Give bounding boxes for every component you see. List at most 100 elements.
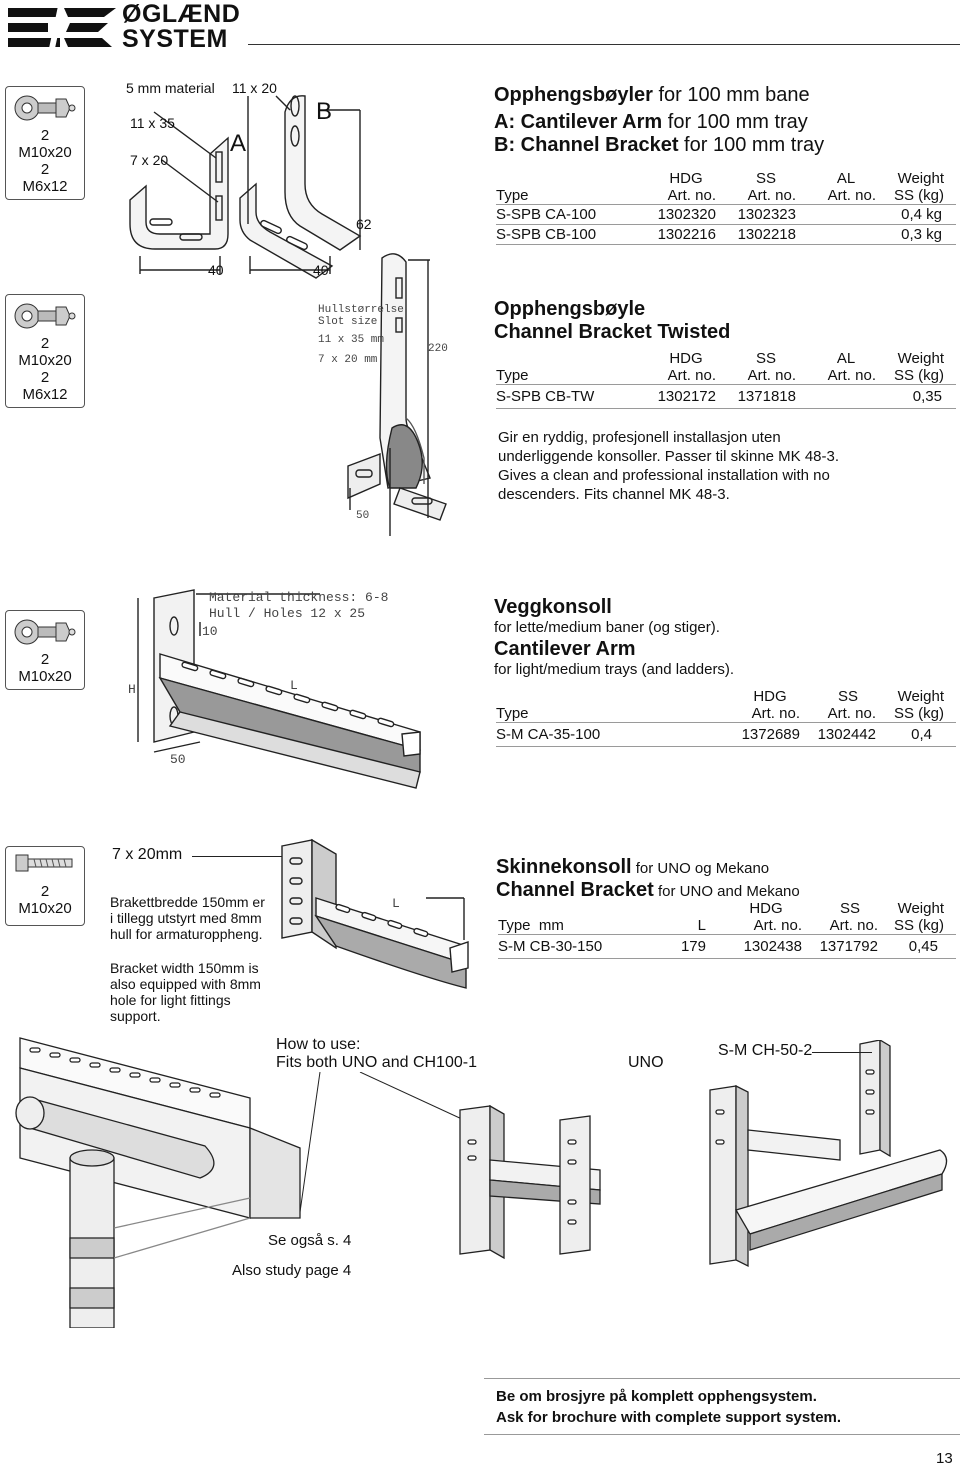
row-al [796, 224, 876, 245]
bolt-qty-2: 2 [40, 161, 50, 178]
howto-line2: Fits both UNO and CH100-1 [276, 1054, 477, 1071]
bracket-note-en: Bracket width 150mm is also equipped wit… [110, 960, 261, 1024]
row-hdg: 1302320 [636, 204, 716, 225]
header-rule [248, 44, 960, 45]
col-weight: Weight [897, 350, 944, 367]
table-row: S-M CB-30-150 179 1302438 1371792 0,45 [498, 934, 956, 959]
bolt-size-1: M10x20 [18, 900, 72, 917]
table-row: S-SPB CB-TW 1302172 1371818 0,35 [496, 384, 956, 409]
bolt-icon [15, 854, 73, 872]
material-thickness-label: Material thickness: 6-8 [209, 590, 389, 605]
col-mm-label: mm [538, 917, 564, 934]
bolt-box: 2 M10x20 2 M6x12 [5, 86, 85, 200]
row-ss: 1302323 [716, 204, 796, 225]
dim-220: 220 [428, 343, 448, 355]
desc-en-1: Gives a clean and professional installat… [498, 467, 830, 484]
sec1-line-b-rest: for 100 mm tray [678, 134, 825, 156]
footer-rule-top [484, 1378, 960, 1379]
bolt-nut-washer-icon [14, 619, 76, 645]
bolt-qty-1: 2 [40, 335, 50, 352]
smch-label: S-M CH-50-2 [718, 1042, 813, 1059]
brand-name-line1: ØGLÆND [122, 0, 241, 28]
row-ss: 1371818 [716, 384, 796, 409]
col-weight: Weight [897, 170, 944, 187]
col-type: Type mm [498, 900, 638, 935]
row-weight: 0,3 kg [876, 224, 956, 245]
drawing-label-a: A [230, 130, 247, 157]
table-row: S-M CA-35-100 1372689 1302442 0,4 [496, 722, 956, 747]
col-hdg-artno: Art. no. [753, 917, 802, 934]
sec4-title: Skinnekonsoll for UNO og Mekano Channel … [496, 856, 800, 902]
channel-bracket-drawing [276, 838, 476, 1008]
row-weight: 0,4 [876, 722, 956, 747]
col-hdg: HDG [749, 900, 783, 917]
sec4-title-en: Channel Bracket [496, 879, 654, 901]
sec2-title: Opphengsbøyle Channel Bracket Twisted [494, 298, 730, 344]
col-ss-artno: Art. no. [827, 705, 876, 722]
bolt-box: 2 M10x20 [5, 610, 85, 690]
see-also-no: Se også s. 4 [268, 1232, 352, 1249]
row-hdg: 1302438 [706, 934, 802, 959]
usage-illustration-channel [690, 1038, 960, 1270]
bolt-size-1: M10x20 [18, 144, 72, 161]
col-weight-sskg: SS (kg) [893, 917, 944, 934]
sec3-title-no: Veggkonsoll [494, 596, 612, 618]
sec1-title-main: Opphengsbøyler [494, 84, 653, 106]
row-type: S-SPB CA-100 [496, 204, 636, 225]
footer-line-en: Ask for brochure with complete support s… [496, 1409, 842, 1426]
col-type-label: Type [498, 917, 531, 934]
bracket-note-no: Brakettbredde 150mm er i tillegg utstyrt… [110, 894, 265, 942]
sec3-sub-en: for light/medium trays (and ladders). [494, 661, 735, 678]
row-ss: 1302218 [716, 224, 796, 245]
usage-illustration-pipe [0, 1018, 320, 1329]
col-hdg-artno: Art. no. [667, 367, 716, 384]
col-type: Type [496, 705, 529, 722]
sec1-line-a-rest: for 100 mm tray [662, 111, 808, 133]
row-type: S-SPB CB-TW [496, 384, 636, 409]
howto-line1: How to use: [276, 1036, 361, 1053]
col-weight-sskg: SS (kg) [893, 705, 944, 722]
slot-size-label-no: Hullstørrelse [318, 304, 404, 316]
dim-10: 10 [202, 624, 218, 639]
bolt-qty-2: 2 [40, 369, 50, 386]
col-hdg: HDG [669, 170, 703, 187]
sec2-title-no: Opphengsbøyle [494, 298, 646, 320]
dim-50: 50 [356, 510, 370, 522]
sec1-title-rest: for 100 mm bane [652, 84, 810, 106]
row-weight: 0,4 kg [876, 204, 956, 225]
col-al: AL [836, 170, 856, 187]
smch-leader-line [812, 1052, 872, 1053]
col-ss: SS [755, 350, 776, 367]
drawing-label-material: 5 mm material [126, 80, 215, 96]
col-type: Type [496, 187, 529, 204]
col-ss-artno: Art. no. [829, 917, 878, 934]
col-al-artno: Art. no. [827, 367, 876, 384]
row-l: 179 [638, 934, 706, 959]
sec3-title-en: Cantilever Arm [494, 638, 636, 660]
brand-name-line2: SYSTEM [122, 25, 228, 53]
drawing-label-b: B [316, 98, 333, 125]
bolt-size-2: M6x12 [22, 178, 68, 195]
drawing-label-hole-11x35: 11 x 35 [130, 115, 175, 131]
row-ss: 1371792 [802, 934, 878, 959]
bolt-nut-washer-icon [14, 303, 76, 329]
twisted-bracket-drawing [320, 248, 460, 548]
usage-illustration-uno [440, 1100, 610, 1260]
page-number: 13 [936, 1450, 953, 1467]
drawing-label-hole-7x20: 7 x 20 [130, 152, 169, 168]
slot-size-label-en: Slot size [318, 316, 378, 328]
sec4-title-en-rest: for UNO and Mekano [653, 883, 800, 900]
drawing-label-hole-11x20: 11 x 20 [232, 80, 277, 96]
row-al [796, 204, 876, 225]
col-hdg-artno: Art. no. [667, 187, 716, 204]
cantilever-arm-drawing [120, 582, 460, 792]
uno-label: UNO [628, 1054, 664, 1071]
bolt-box: 2 M10x20 [5, 846, 85, 926]
desc-en-2: descenders. Fits channel MK 48-3. [498, 486, 730, 503]
footer-line-no: Be om brosjyre på komplett opphengsystem… [496, 1388, 817, 1405]
slot-size-7x20: 7 x 20 mm [318, 354, 378, 366]
row-type: S-M CB-30-150 [498, 934, 638, 959]
col-l: L [697, 917, 706, 934]
row-hdg: 1372689 [716, 722, 800, 747]
